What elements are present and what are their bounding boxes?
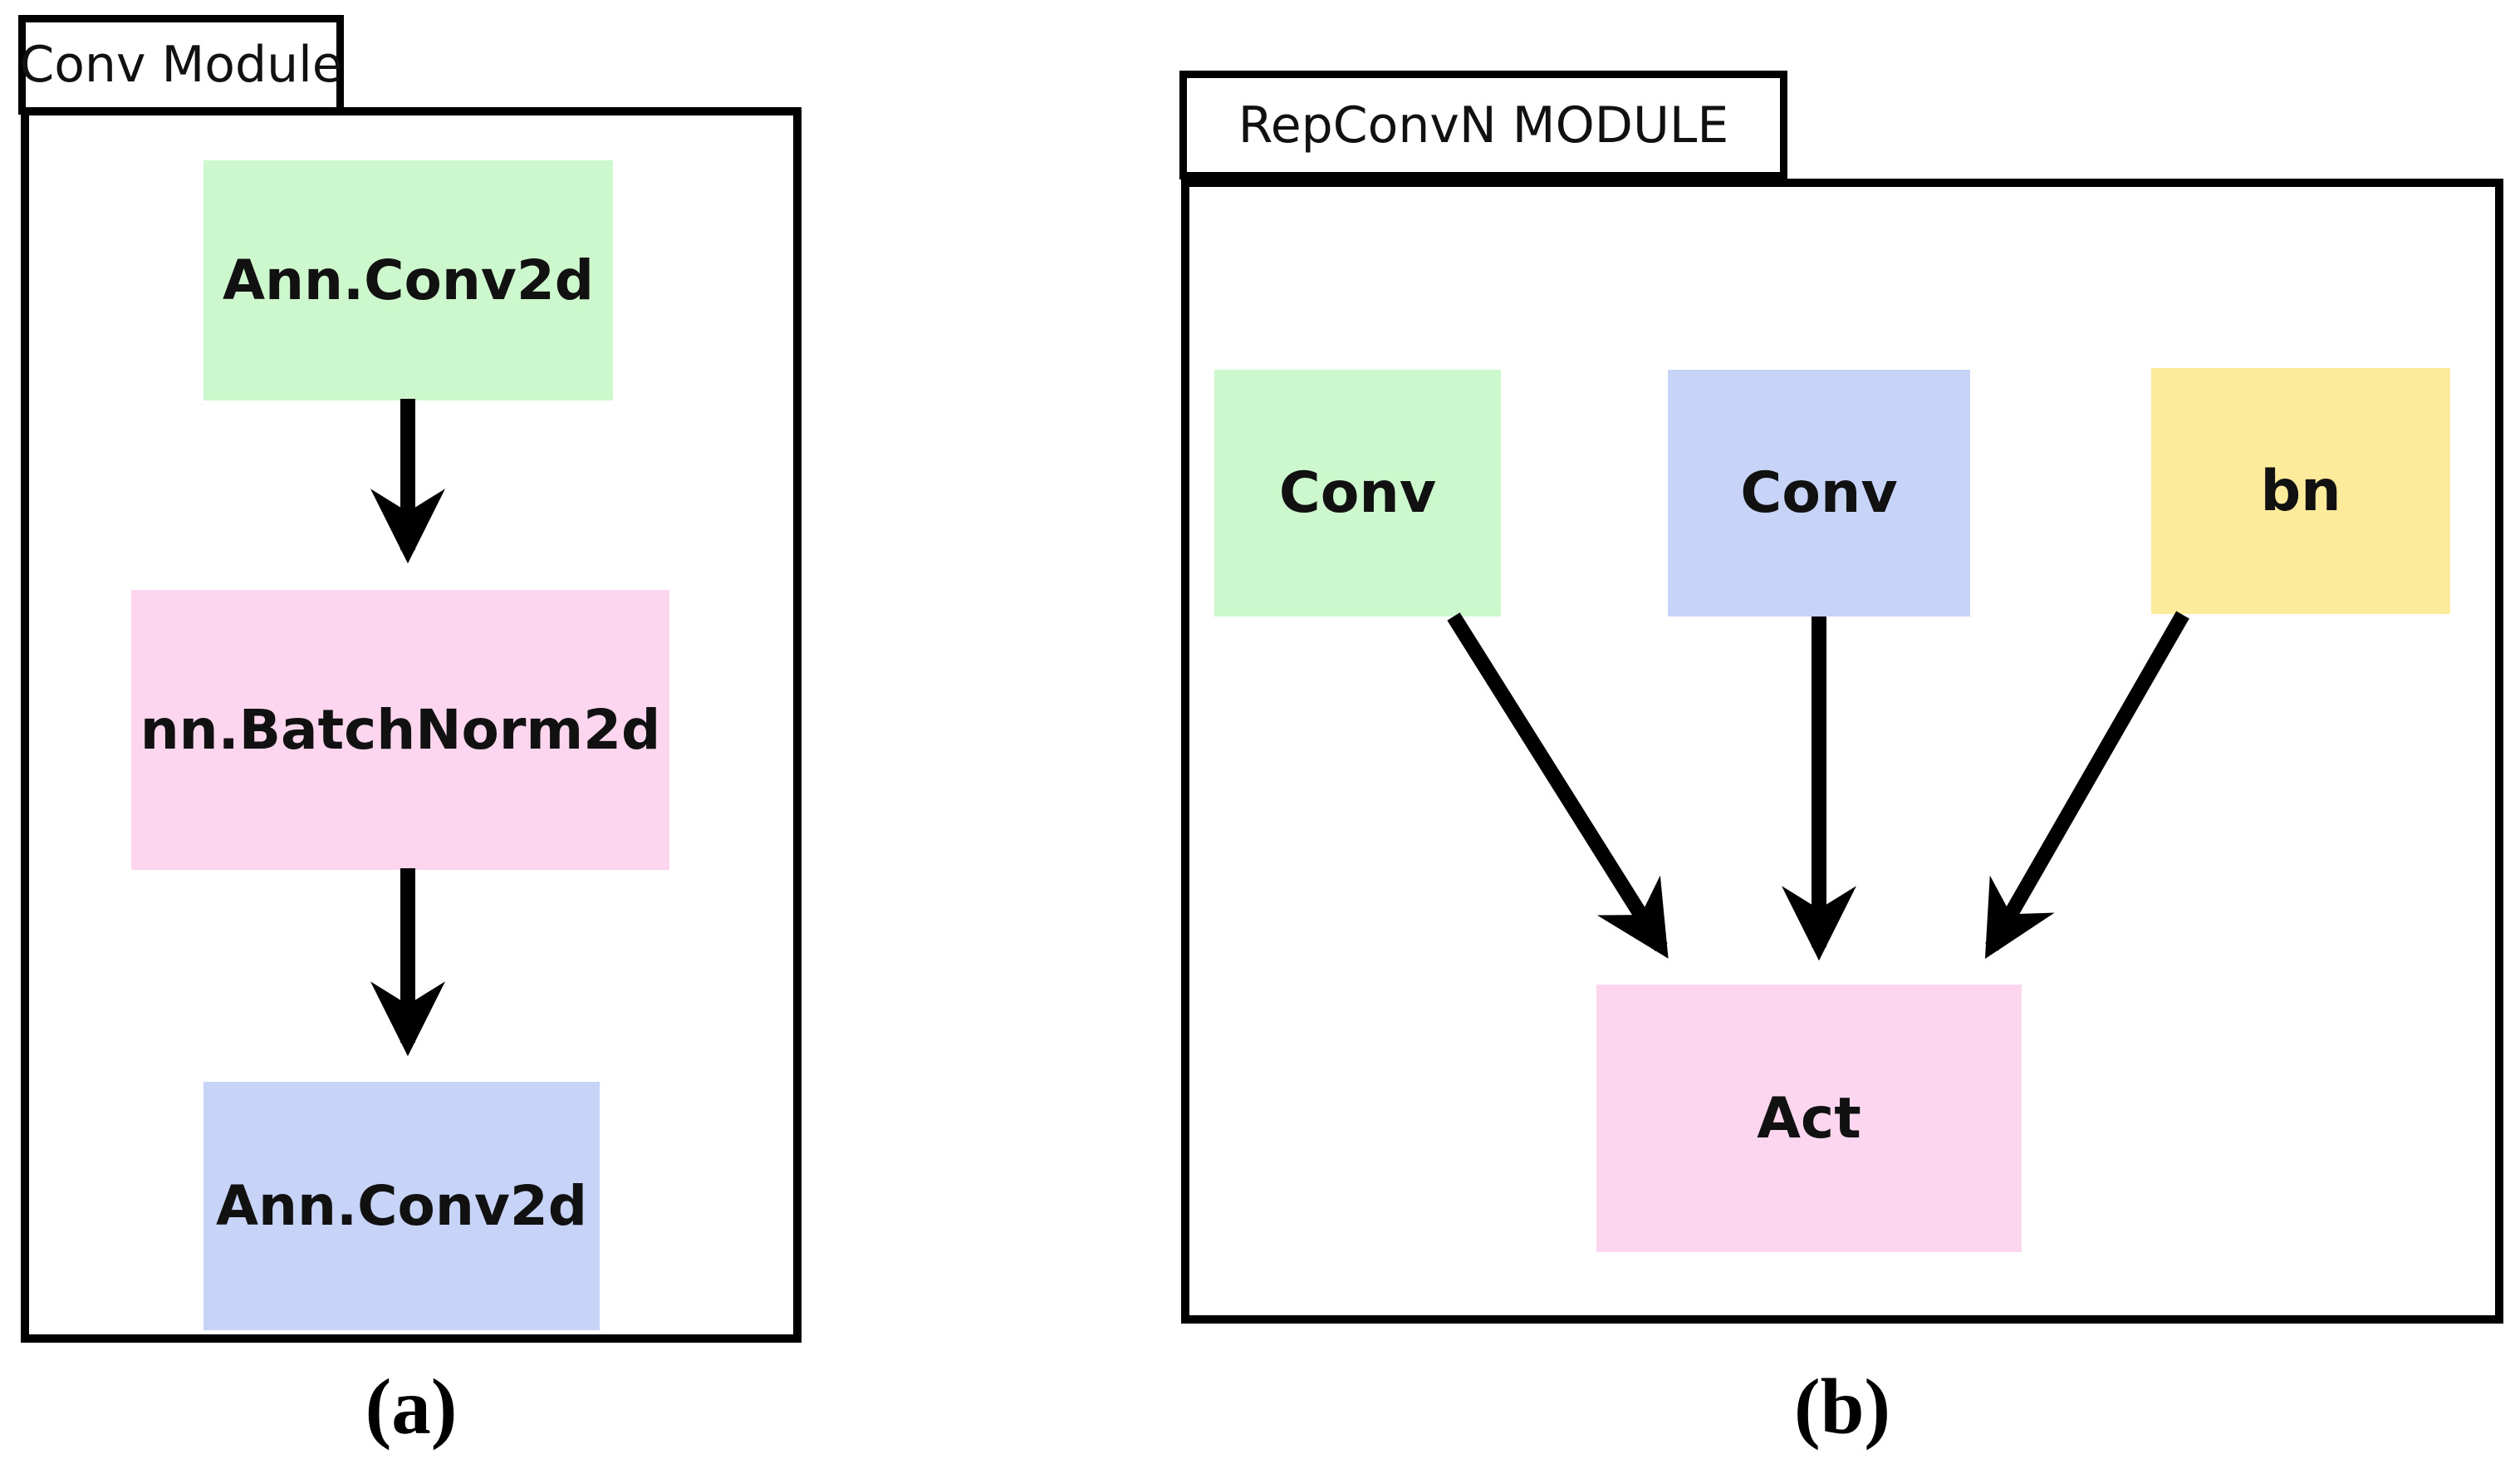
- node-bn: bn: [2151, 368, 2450, 614]
- node-ann-conv2d-top-label: Ann.Conv2d: [222, 248, 595, 312]
- node-conv-blue: Conv: [1668, 370, 1970, 617]
- node-conv-blue-label: Conv: [1740, 460, 1898, 526]
- caption-b: (b): [1181, 1361, 2503, 1452]
- node-conv-green: Conv: [1214, 370, 1501, 617]
- repconvn-module-title-tab: RepConvN MODULE: [1179, 71, 1787, 179]
- node-nn-batchnorm2d-label: nn.BatchNorm2d: [140, 698, 661, 762]
- node-ann-conv2d-top: Ann.Conv2d: [203, 160, 613, 400]
- node-ann-conv2d-bottom-label: Ann.Conv2d: [215, 1174, 588, 1238]
- caption-a: (a): [21, 1361, 802, 1452]
- conv-module-title: Conv Module: [19, 36, 343, 94]
- node-conv-green-label: Conv: [1278, 460, 1437, 526]
- node-ann-conv2d-bottom: Ann.Conv2d: [203, 1082, 600, 1330]
- conv-module-title-tab: Conv Module: [18, 15, 344, 115]
- repconvn-module-title: RepConvN MODULE: [1238, 96, 1729, 155]
- node-bn-label: bn: [2260, 458, 2341, 524]
- node-nn-batchnorm2d: nn.BatchNorm2d: [131, 590, 669, 870]
- node-act: Act: [1596, 985, 2022, 1252]
- caption-b-text: (b): [1793, 1363, 1891, 1451]
- node-act-label: Act: [1757, 1085, 1861, 1152]
- caption-a-text: (a): [365, 1363, 458, 1451]
